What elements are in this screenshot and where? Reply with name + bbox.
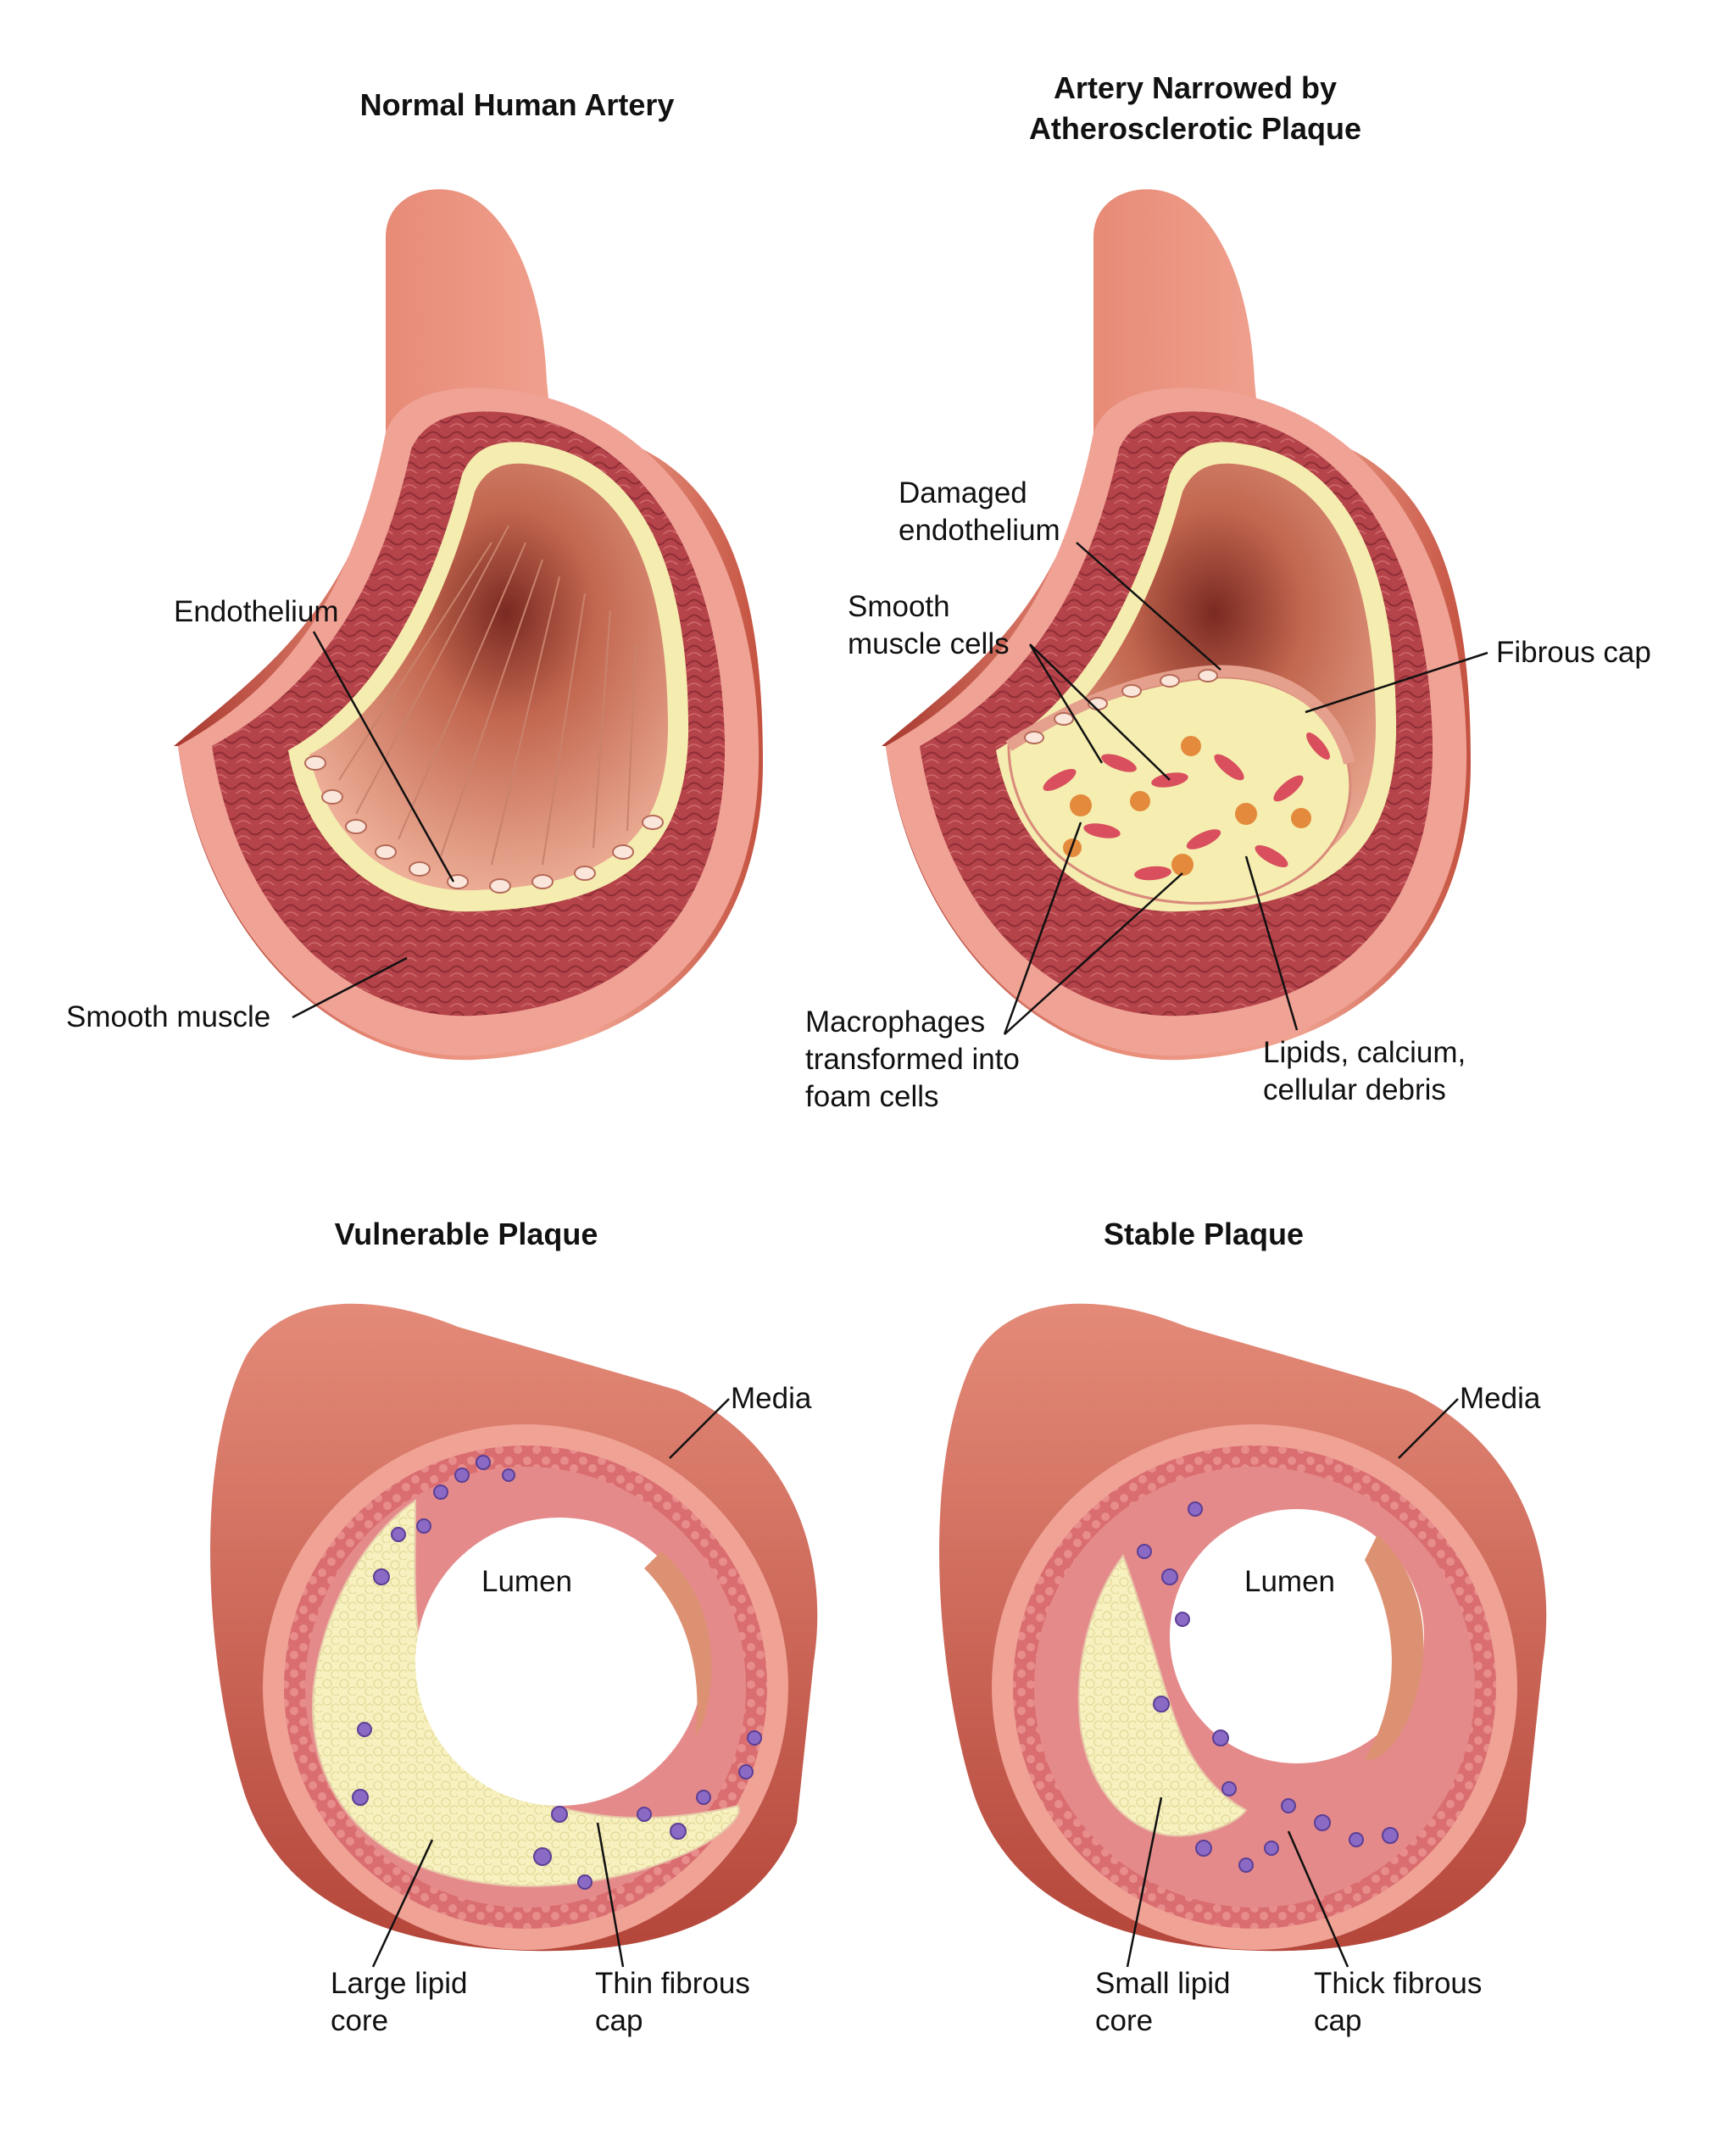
smooth-muscle-cells-leader-line-1 [1028, 643, 1104, 764]
stable-plaque-title: Stable Plaque [1103, 1217, 1305, 1251]
normal-endothelial-cells [304, 755, 664, 894]
lipids-leader-line [1244, 855, 1299, 1031]
thin-fibrous-cap-label: Thin fibrous cap [595, 1967, 750, 2037]
foam-cells-group [1063, 736, 1311, 876]
stable-media-label: Media [1460, 1382, 1541, 1415]
normal-artery-illustration [174, 189, 763, 1061]
stable-lumen-inner-wall [1365, 1535, 1424, 1761]
normal-lumen-striations [338, 525, 637, 866]
vulnerable-media-leader-line [669, 1398, 730, 1459]
thick-fibrous-cap-label: Thick fibrous cap [1314, 1967, 1483, 2037]
stable-lumen-label: Lumen [1244, 1565, 1336, 1598]
fibrous-cap-label: Fibrous cap [1496, 636, 1651, 669]
normal-artery-title: Normal Human Artery [359, 87, 675, 122]
stable-immune-cells [1137, 1501, 1399, 1873]
smooth-muscle-label: Smooth muscle [66, 1000, 271, 1033]
vulnerable-cap-leader-line [596, 1822, 625, 1968]
macrophages-leader-line-2 [1004, 872, 1183, 1035]
fibrous-cap-leader-line [1305, 651, 1488, 714]
smooth-muscle-cells-label: Smooth muscle cells [848, 590, 1010, 660]
stable-lumen [1170, 1509, 1424, 1763]
endothelium-label: Endothelium [174, 595, 339, 628]
smooth-muscle-cells-leader-line-2 [1029, 643, 1171, 781]
endothelium-leader-line [312, 631, 455, 883]
vulnerable-media-label: Media [731, 1382, 812, 1415]
lipids-label: Lipids, calcium, cellular debris [1263, 1036, 1466, 1106]
smooth-muscle-leader-line [292, 956, 408, 1019]
stable-core-leader-line [1126, 1796, 1163, 1968]
vulnerable-lumen-inner-wall [644, 1551, 712, 1738]
vulnerable-lumen-label: Lumen [481, 1565, 573, 1598]
stable-media-leader-line [1398, 1398, 1459, 1459]
macrophages-leader-line-1 [1003, 822, 1082, 1035]
large-lipid-core-label: Large lipid core [331, 1967, 468, 2037]
stable-plaque-illustration [939, 1303, 1547, 1968]
stable-cap-leader-line [1287, 1830, 1349, 1968]
damaged-endothelial-cells [1024, 669, 1218, 744]
smooth-muscle-cells-group [1043, 732, 1330, 881]
vulnerable-lumen [415, 1518, 704, 1806]
damaged-endothelium-label: Damaged endothelium [899, 476, 1060, 547]
vulnerable-plaque-title: Vulnerable Plaque [334, 1217, 598, 1251]
narrowed-artery-title: Artery Narrowed by Atherosclerotic Plaqu… [1028, 70, 1362, 146]
narrowed-artery-illustration [882, 189, 1488, 1061]
vulnerable-immune-cells [352, 1455, 762, 1890]
small-lipid-core-label: Small lipid core [1095, 1967, 1231, 2037]
vulnerable-plaque-illustration [210, 1303, 818, 1968]
damaged-endothelium-leader-line [1076, 542, 1221, 671]
vulnerable-core-leader-line [371, 1839, 434, 1968]
macrophages-label: Macrophages transformed into foam cells [805, 1005, 1020, 1113]
